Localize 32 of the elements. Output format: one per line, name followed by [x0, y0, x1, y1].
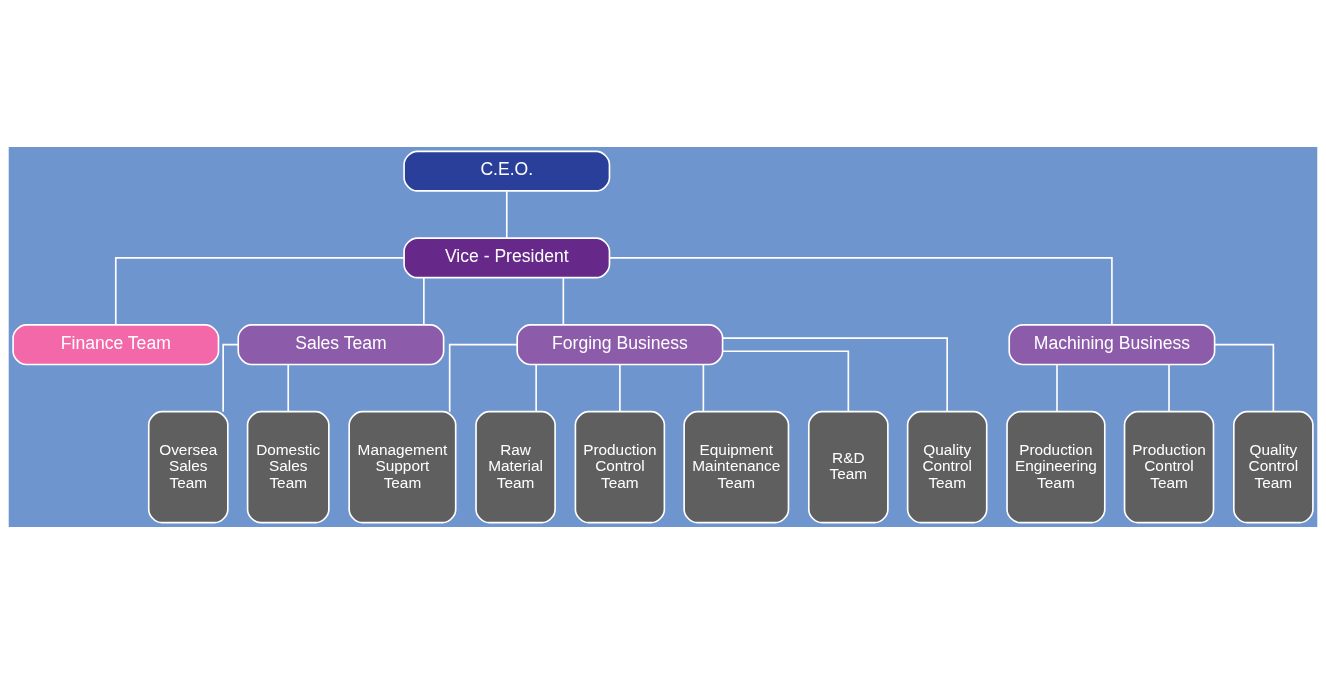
node-box: Machining Business	[1008, 323, 1216, 365]
node-box: Oversea Sales Team	[147, 410, 229, 523]
node-box: Production Engineering Team	[1006, 410, 1106, 523]
connector	[619, 363, 621, 412]
node-box: Quality Control Team	[906, 410, 988, 523]
connector	[1213, 343, 1275, 412]
connector	[114, 256, 405, 325]
node-box: Production Control Team	[574, 410, 666, 523]
connector	[448, 343, 518, 412]
node-box: Domestic Sales Team	[246, 410, 330, 523]
node-box: Production Control Team	[1123, 410, 1215, 523]
node-box: C.E.O.	[403, 150, 611, 192]
connector	[722, 336, 948, 412]
node-box: Forging Business	[516, 323, 724, 365]
connector	[287, 363, 290, 412]
connector	[1056, 363, 1058, 412]
connector	[505, 189, 508, 239]
connector	[423, 276, 425, 325]
node-box: Quality Control Team	[1233, 410, 1314, 523]
connector	[562, 276, 565, 325]
connector	[721, 349, 850, 412]
node-box: Vice - President	[403, 236, 611, 278]
connector	[702, 363, 705, 412]
node-box: Finance Team	[12, 323, 220, 365]
node-box: R&D Team	[807, 410, 889, 523]
node-box: Sales Team	[237, 323, 445, 365]
node-box: Management Support Team	[348, 410, 457, 523]
connector	[1168, 363, 1170, 412]
connector	[535, 363, 537, 412]
connector	[608, 256, 1113, 325]
node-box: Equipment Maintenance Team	[683, 410, 790, 523]
node-box: Raw Material Team	[475, 410, 556, 523]
